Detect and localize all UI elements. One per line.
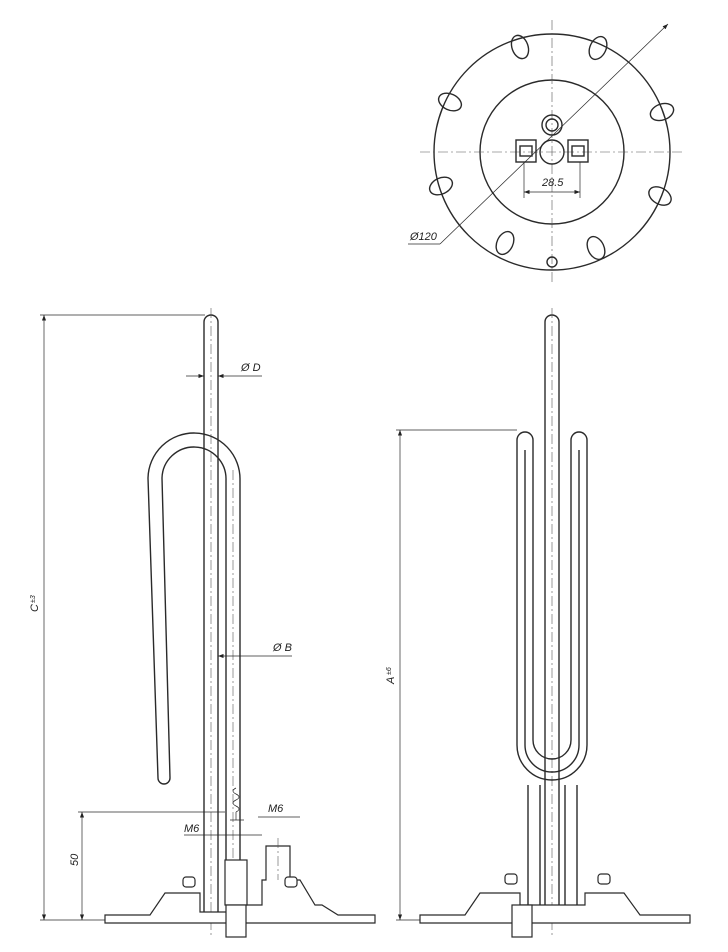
element-side-view-right: A ±6 bbox=[385, 308, 691, 938]
terminal-spacing-label: 28.5 bbox=[541, 177, 564, 189]
flange-top-view: 28.5 Ø120 bbox=[408, 20, 685, 285]
element-diameter-label: Ø B bbox=[272, 642, 292, 654]
active-length-label: A bbox=[385, 677, 397, 685]
active-length-tolerance: ±6 bbox=[386, 667, 393, 675]
tube-diameter-label: Ø D bbox=[240, 362, 261, 374]
height-label: 50 bbox=[69, 853, 81, 866]
diameter-label: Ø120 bbox=[409, 231, 438, 243]
thread-label-right: M6 bbox=[268, 803, 284, 815]
terminal-right bbox=[567, 139, 589, 163]
length-label: C bbox=[29, 604, 41, 612]
thread-label-left: M6 bbox=[184, 823, 200, 835]
bolt-slots bbox=[428, 34, 675, 261]
length-tolerance: ±3 bbox=[30, 595, 37, 603]
element-side-view-left: C ±3 50 Ø D Ø B M6 M6 bbox=[29, 308, 376, 938]
terminal-left bbox=[515, 139, 537, 163]
